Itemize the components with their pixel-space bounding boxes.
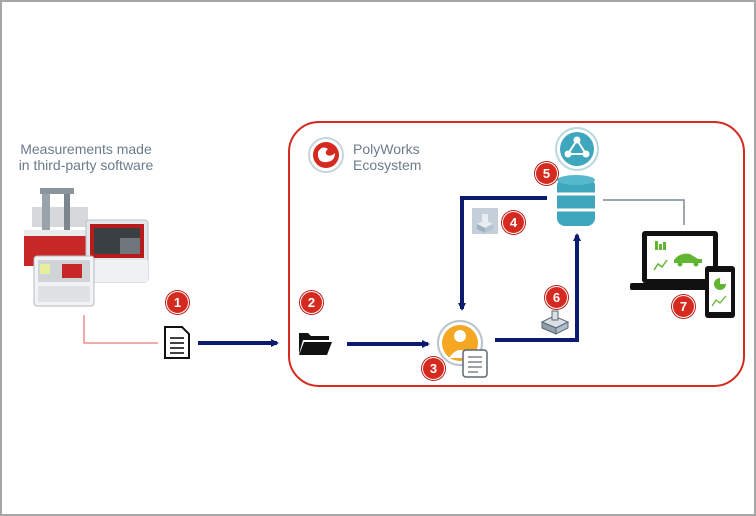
database-icon (557, 175, 595, 226)
part-model-icon (540, 310, 570, 335)
arrow-database-to-inspector (458, 196, 547, 311)
tablet-dashboard-icon (705, 266, 735, 318)
machines-connector (83, 315, 158, 344)
step-badge-4: 4 (502, 211, 525, 234)
database-laptop-connector (603, 199, 685, 225)
part-model-icon (472, 208, 498, 234)
step-badge-2: 2 (300, 291, 323, 314)
ecosystem-boundary (288, 121, 745, 387)
step-badge-1: 1 (166, 291, 189, 314)
document-icon (164, 326, 190, 359)
arrow-inspector-to-database (495, 233, 581, 342)
folder-open-icon (299, 333, 332, 355)
polyworks-logo (308, 137, 344, 173)
step-badge-7: 7 (672, 295, 695, 318)
step-badge-6: 6 (545, 286, 568, 309)
inspector-user-icon (437, 320, 488, 378)
hub-icon (555, 127, 599, 171)
step-badge-5: 5 (535, 162, 558, 185)
ecosystem-title: PolyWorks Ecosystem (353, 141, 422, 173)
measurements-caption: Measurements made in third-party softwar… (18, 141, 154, 173)
step-badge-3: 3 (422, 357, 445, 380)
cmm-machines-image (24, 188, 149, 307)
